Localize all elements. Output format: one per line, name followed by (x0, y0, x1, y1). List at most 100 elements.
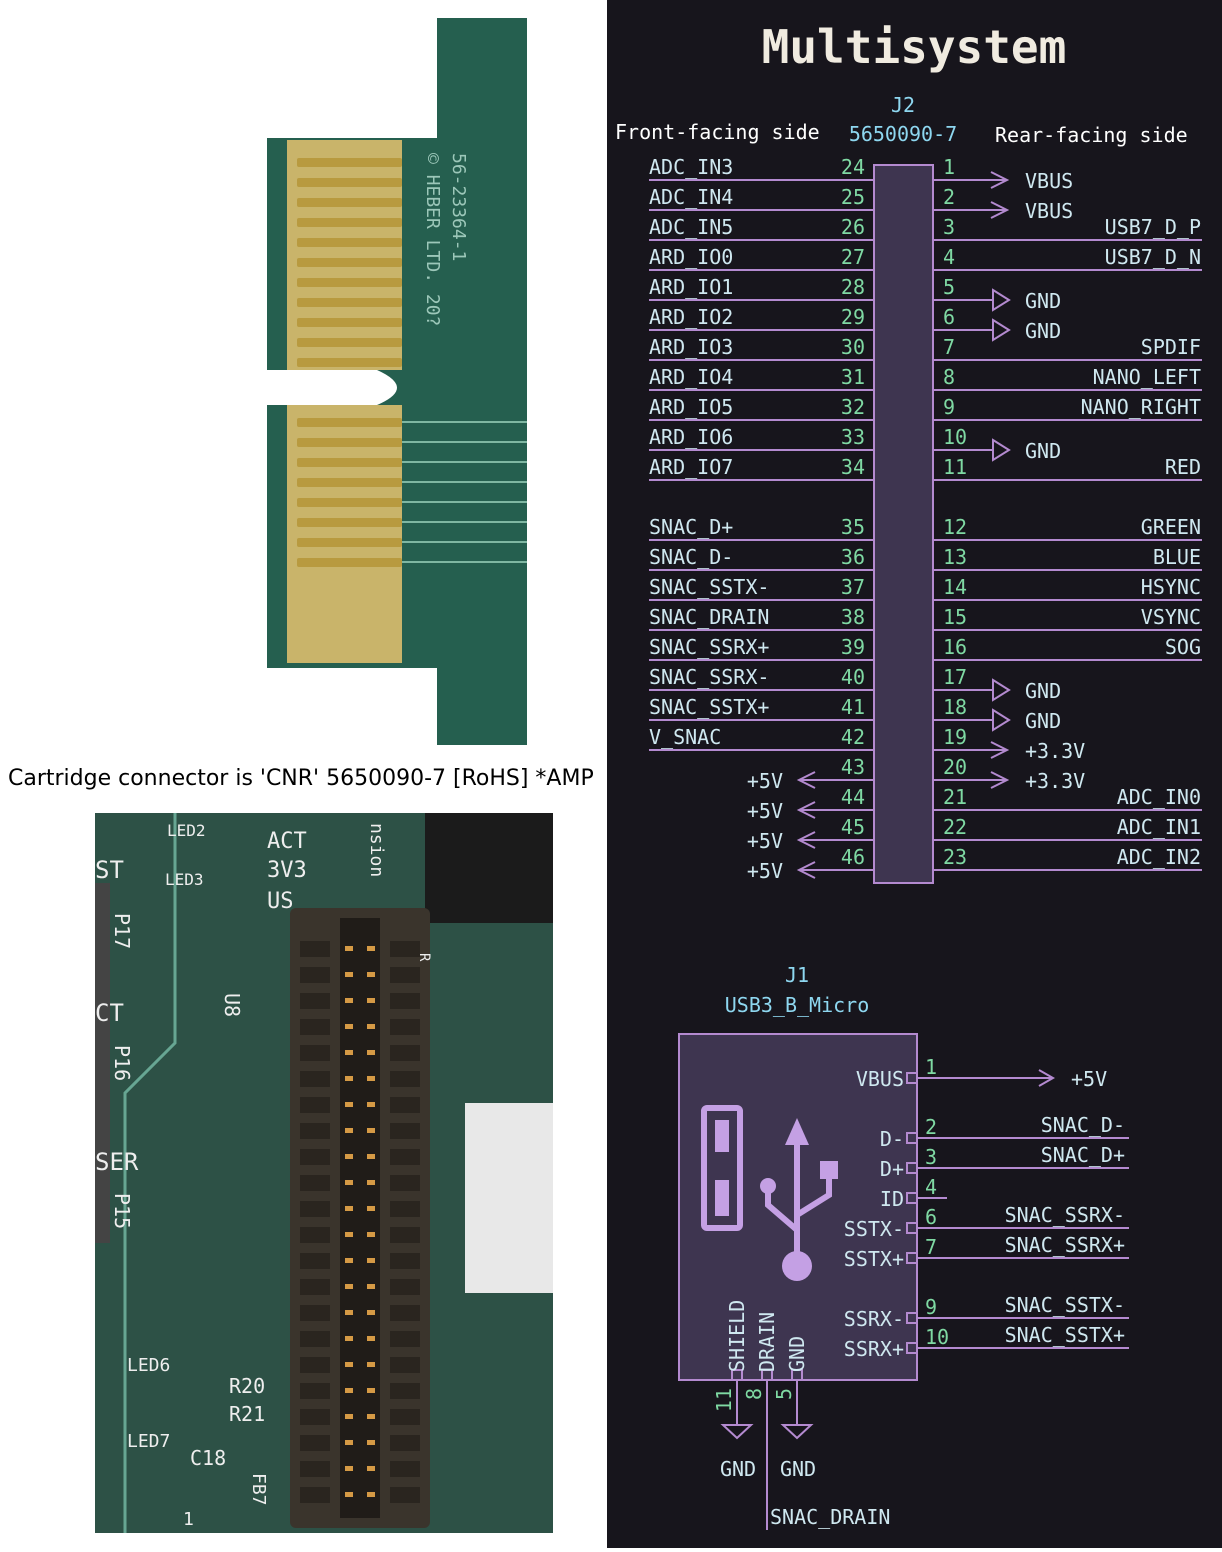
gold-finger (297, 418, 402, 427)
j2-pin-39: SNAC_SSRX+39 (649, 635, 874, 661)
j2-pin-number: 30 (841, 335, 865, 359)
j1-pin-number: 1 (925, 1055, 937, 1079)
label-led7: LED7 (127, 1431, 170, 1452)
slot-cell (300, 1045, 330, 1061)
j2-pin-25: ADC_IN4 25 (649, 185, 874, 211)
gold-finger (297, 238, 402, 247)
j1-net-label: SNAC_SSRX- (1005, 1203, 1125, 1227)
schematic-title: Multisystem (762, 20, 1067, 74)
j2-pin-number: 43 (841, 755, 865, 779)
slot-contact (367, 1050, 375, 1055)
j2-pin-37: SNAC_SSTX-37 (649, 575, 874, 601)
j1-pin-number: 11 (712, 1388, 736, 1412)
gold-finger-block-upper (287, 140, 402, 370)
j2-net-label: USB7_D_N (1105, 245, 1201, 269)
j2-pin-number: 45 (841, 815, 865, 839)
j2-pin-number: 21 (943, 785, 967, 809)
slot-contact (345, 1102, 353, 1107)
j2-pin-number: 9 (943, 395, 955, 419)
slot-cell (390, 1201, 420, 1217)
j1-net-label: SNAC_SSTX+ (1005, 1323, 1125, 1347)
j2-net-label: BLUE (1153, 545, 1201, 569)
slot-cell (300, 1071, 330, 1087)
j1-net-label: SNAC_DRAIN (770, 1505, 890, 1529)
j2-net-label: GREEN (1141, 515, 1201, 539)
j2-net-label: ARD_IO1 (649, 275, 733, 299)
label-3v3: 3V3 (267, 858, 307, 883)
slot-cell (390, 1019, 420, 1035)
j2-net-label: ADC_IN1 (1117, 815, 1201, 839)
j1-pin-name: SHIELD (725, 1300, 749, 1372)
j2-net-label: SNAC_SSRX- (649, 665, 769, 689)
slot-contact (367, 1154, 375, 1159)
j1-pin-number: 2 (925, 1115, 937, 1139)
slot-cell (300, 993, 330, 1009)
j2-gnd-label: GND (1025, 319, 1061, 343)
j2-net-label: ADC_IN2 (1117, 845, 1201, 869)
j2-pin-number: 8 (943, 365, 955, 389)
slot-cell (300, 941, 330, 957)
label-ser: SER (95, 1148, 139, 1176)
j2-pin-44: 44 +5V (747, 785, 874, 823)
slot-contact (345, 998, 353, 1003)
j2-power-label: +5V (747, 799, 783, 823)
j2-pin-number: 26 (841, 215, 865, 239)
slot-cell (390, 1357, 420, 1373)
label-led2: LED2 (167, 821, 206, 840)
label-us: US (267, 889, 294, 914)
gold-finger (297, 498, 402, 507)
slot-contact (345, 1362, 353, 1367)
j2-pin-number: 44 (841, 785, 865, 809)
schematic-panel: Multisystem J2 5650090-7 Front-facing si… (607, 0, 1222, 1548)
j2-pin-number: 13 (943, 545, 967, 569)
j2-pin-number: 32 (841, 395, 865, 419)
j2-gnd-label: GND (1025, 439, 1061, 463)
slot-cell (300, 1227, 330, 1243)
schematic-canvas: Multisystem J2 5650090-7 Front-facing si… (615, 20, 1202, 1530)
j2-pin-number: 14 (943, 575, 967, 599)
j2-pin-number: 18 (943, 695, 967, 719)
j2-net-label: ADC_IN4 (649, 185, 733, 209)
j2-pin-36: SNAC_D-36 (649, 545, 874, 571)
j2-gnd-label: GND (1025, 289, 1061, 313)
j1-pin-name: GND (785, 1336, 809, 1372)
slot-contact (367, 946, 375, 951)
ground-symbol-icon (992, 318, 1011, 342)
j2-net-label: SNAC_D- (649, 545, 733, 569)
j2-gnd-label: GND (1025, 709, 1061, 733)
slot-cell (390, 1097, 420, 1113)
gold-finger (297, 218, 402, 227)
gold-finger (297, 198, 402, 207)
label-ct: CT (95, 999, 124, 1027)
j2-net-label: RED (1165, 455, 1201, 479)
slot-cell (390, 1461, 420, 1477)
j1-gnd-label: GND (780, 1457, 816, 1481)
j1-pin-number: 6 (925, 1205, 937, 1229)
j2-pin-number: 20 (943, 755, 967, 779)
j2-net-label: ARD_IO0 (649, 245, 733, 269)
card-edge-photo: 56-23364-1 © HEBER LTD. 20? (267, 18, 527, 745)
label-p16: P16 (110, 1045, 134, 1081)
slot-contact (367, 1362, 375, 1367)
j2-pin-number: 25 (841, 185, 865, 209)
ground-symbol-icon (992, 288, 1011, 312)
gold-finger (297, 518, 402, 527)
slot-cell (390, 941, 420, 957)
j2-net-label: SPDIF (1141, 335, 1201, 359)
j2-net-label: NANO_LEFT (1093, 365, 1201, 389)
slot-contact (345, 1232, 353, 1237)
j2-pin-20: 20+3.3V (933, 755, 1085, 793)
power-arrow-icon (990, 171, 1010, 189)
slot-cell (300, 1357, 330, 1373)
j2-pin-45: 45+5V (747, 815, 874, 853)
j2-pin-40: SNAC_SSRX-40 (649, 665, 874, 691)
label-expansion: nsion (366, 823, 387, 877)
slot-cell (390, 1123, 420, 1139)
